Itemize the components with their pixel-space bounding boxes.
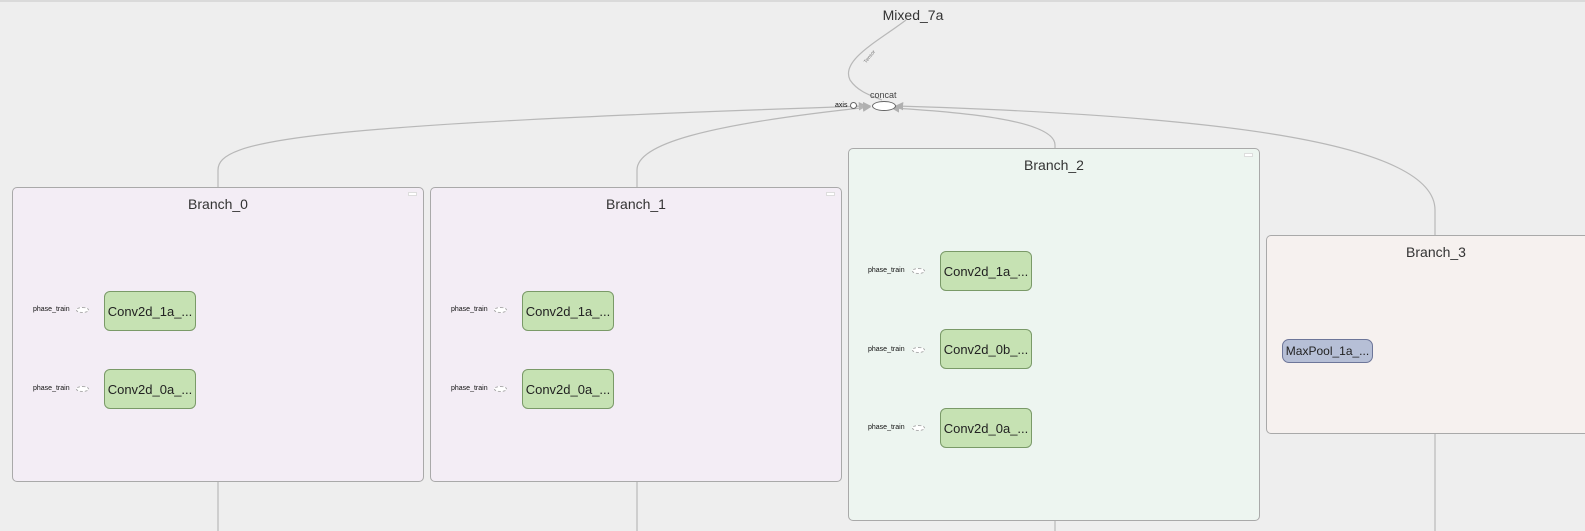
axis-node[interactable] (850, 102, 857, 109)
phase-train-label: phase_train (33, 385, 70, 392)
concat-node[interactable] (872, 101, 896, 111)
phase-train-node[interactable] (76, 386, 89, 392)
expand-icon[interactable] (1244, 153, 1253, 157)
phase-train-node[interactable] (912, 425, 925, 431)
maxpool-node[interactable]: MaxPool_1a_... (1282, 339, 1373, 363)
phase-train-label: phase_train (868, 346, 905, 353)
phase-train-node[interactable] (76, 307, 89, 313)
branch-1-scope[interactable]: Branch_1 (430, 187, 842, 482)
phase-train-label: phase_train (451, 385, 488, 392)
phase-train-node[interactable] (912, 347, 925, 353)
edge-branch2-concat (890, 104, 1056, 150)
branch-title: Branch_1 (606, 196, 666, 212)
branch-3-scope[interactable]: Branch_3 (1266, 235, 1585, 434)
concat-label: concat (870, 90, 897, 100)
phase-train-label: phase_train (868, 424, 905, 431)
conv-node[interactable]: Conv2d_0b_... (940, 329, 1032, 369)
edge-concat-output (847, 19, 907, 101)
branch-0-scope[interactable]: Branch_0 (12, 187, 424, 482)
conv-node[interactable]: Conv2d_1a_... (104, 291, 196, 331)
branch-title: Branch_3 (1406, 244, 1466, 260)
conv-node[interactable]: Conv2d_1a_... (522, 291, 614, 331)
conv-node[interactable]: Conv2d_1a_... (940, 251, 1032, 291)
branch-title: Branch_2 (1024, 157, 1084, 173)
edge-branch1-concat (636, 103, 872, 188)
graph-title: Mixed_7a (882, 7, 944, 23)
conv-node[interactable]: Conv2d_0a_... (522, 369, 614, 409)
expand-icon[interactable] (826, 192, 835, 196)
conv-node[interactable]: Conv2d_0a_... (940, 408, 1032, 448)
phase-train-node[interactable] (494, 386, 507, 392)
conv-node[interactable]: Conv2d_0a_... (104, 369, 196, 409)
axis-label: axis (835, 102, 848, 109)
phase-train-label: phase_train (33, 306, 70, 313)
phase-train-label: phase_train (868, 267, 905, 274)
edge-branch0-concat (217, 102, 868, 188)
branch-2-scope[interactable]: Branch_2 (848, 148, 1260, 521)
branch-title: Branch_0 (188, 196, 248, 212)
phase-train-node[interactable] (912, 268, 925, 274)
edge-label: Tensor (863, 49, 877, 65)
expand-icon[interactable] (408, 192, 417, 196)
phase-train-node[interactable] (494, 307, 507, 313)
phase-train-label: phase_train (451, 306, 488, 313)
